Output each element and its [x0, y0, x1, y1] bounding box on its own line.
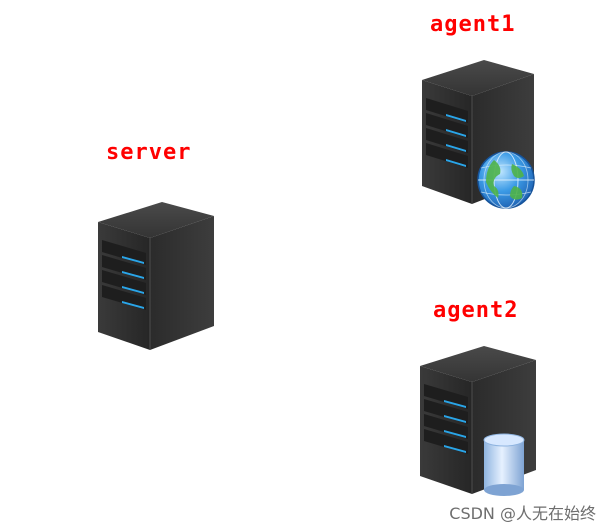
- agent1-label: agent1: [430, 12, 516, 37]
- globe-icon: [477, 151, 535, 209]
- agent1-node: [414, 56, 542, 216]
- server-node: [92, 198, 222, 358]
- database-icon: [483, 433, 525, 496]
- server-tower-icon: [420, 346, 536, 496]
- server-tower-icon: [422, 60, 535, 209]
- agent2-label: agent2: [433, 298, 519, 323]
- watermark-text: CSDN @人无在始终: [449, 504, 596, 523]
- agent2-node: [414, 342, 544, 502]
- server-label: server: [106, 140, 192, 165]
- server-tower-icon: [98, 202, 214, 350]
